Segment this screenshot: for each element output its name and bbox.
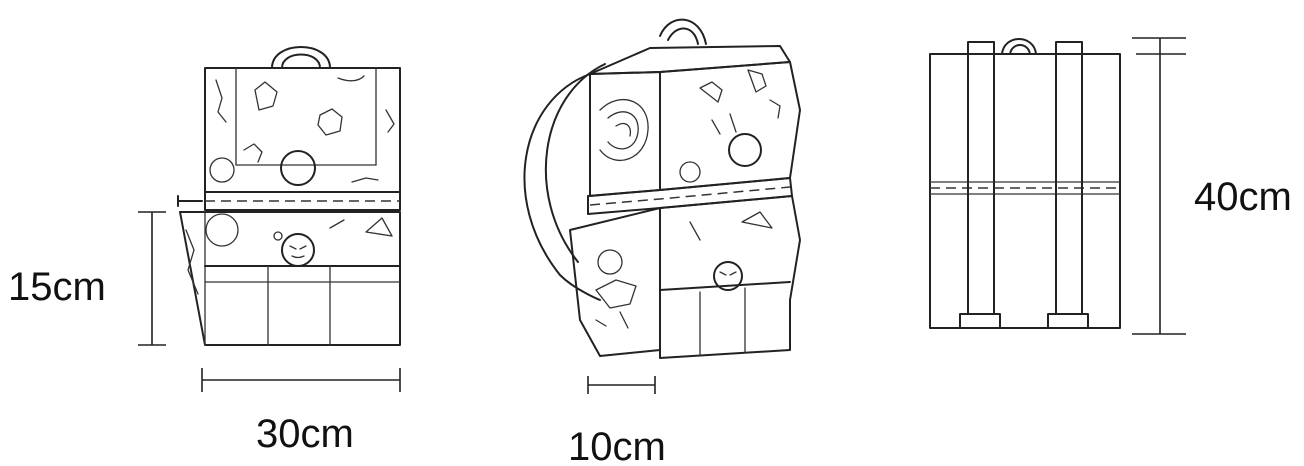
right-strap [1055, 41, 1083, 315]
perspective-view [523, 18, 801, 394]
back-height-label: 40cm [1194, 175, 1292, 219]
side-width-label: 30cm [256, 412, 354, 456]
back-view [929, 37, 1186, 335]
body-panel [179, 211, 401, 346]
handle-icon [271, 46, 331, 69]
shoulder-strap [523, 73, 601, 301]
front-view [138, 46, 401, 392]
back-panel [929, 53, 1121, 329]
alien-face-icon [281, 233, 315, 267]
left-strap [967, 41, 995, 315]
lower-front-panel [569, 207, 661, 357]
upper-front-panel [589, 71, 661, 197]
lid-panel [204, 67, 401, 193]
depth-label: 10cm [568, 425, 666, 466]
side-height-label: 15cm [8, 265, 106, 309]
alien-face-icon-2 [713, 261, 743, 291]
